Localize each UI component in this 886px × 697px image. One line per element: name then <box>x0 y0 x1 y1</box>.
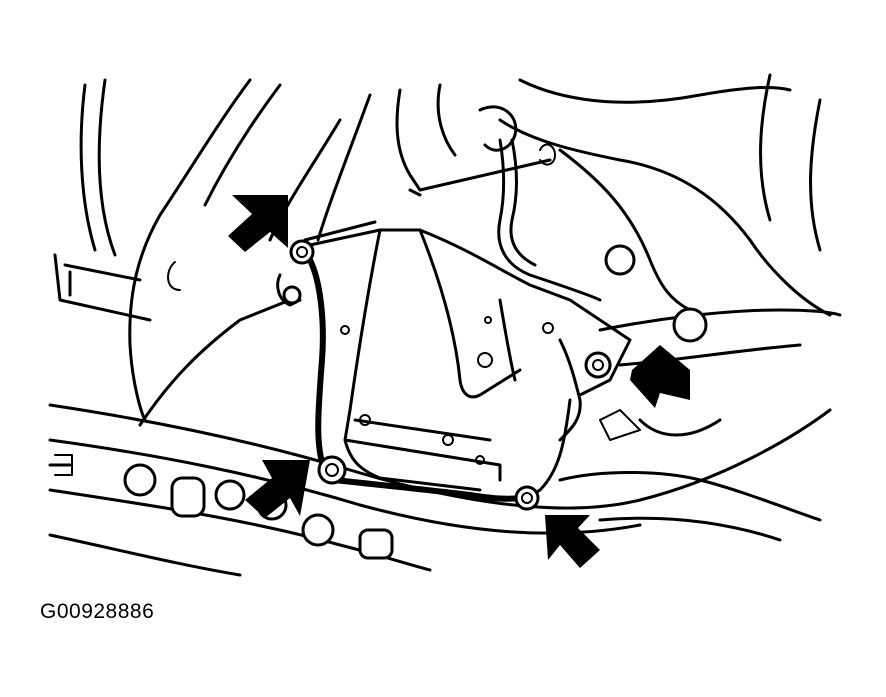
right-body-panel <box>498 73 842 542</box>
arrow-lower-left-icon <box>245 460 310 518</box>
left-body-panel <box>79 78 372 427</box>
bolt-lower-left <box>317 455 347 485</box>
arrow-right-icon <box>630 345 690 408</box>
bolt-lower-right <box>514 485 540 511</box>
bolts <box>289 239 612 511</box>
arrow-upper-left-icon <box>228 195 288 252</box>
figure-id-label: G00928886 <box>40 600 155 623</box>
pointer-arrows <box>228 195 690 568</box>
arrow-lower-right-icon <box>545 515 600 568</box>
harness <box>395 83 602 302</box>
bolt-upper-left <box>289 239 315 265</box>
lower-rails <box>48 253 832 577</box>
bolt-right <box>584 351 612 379</box>
